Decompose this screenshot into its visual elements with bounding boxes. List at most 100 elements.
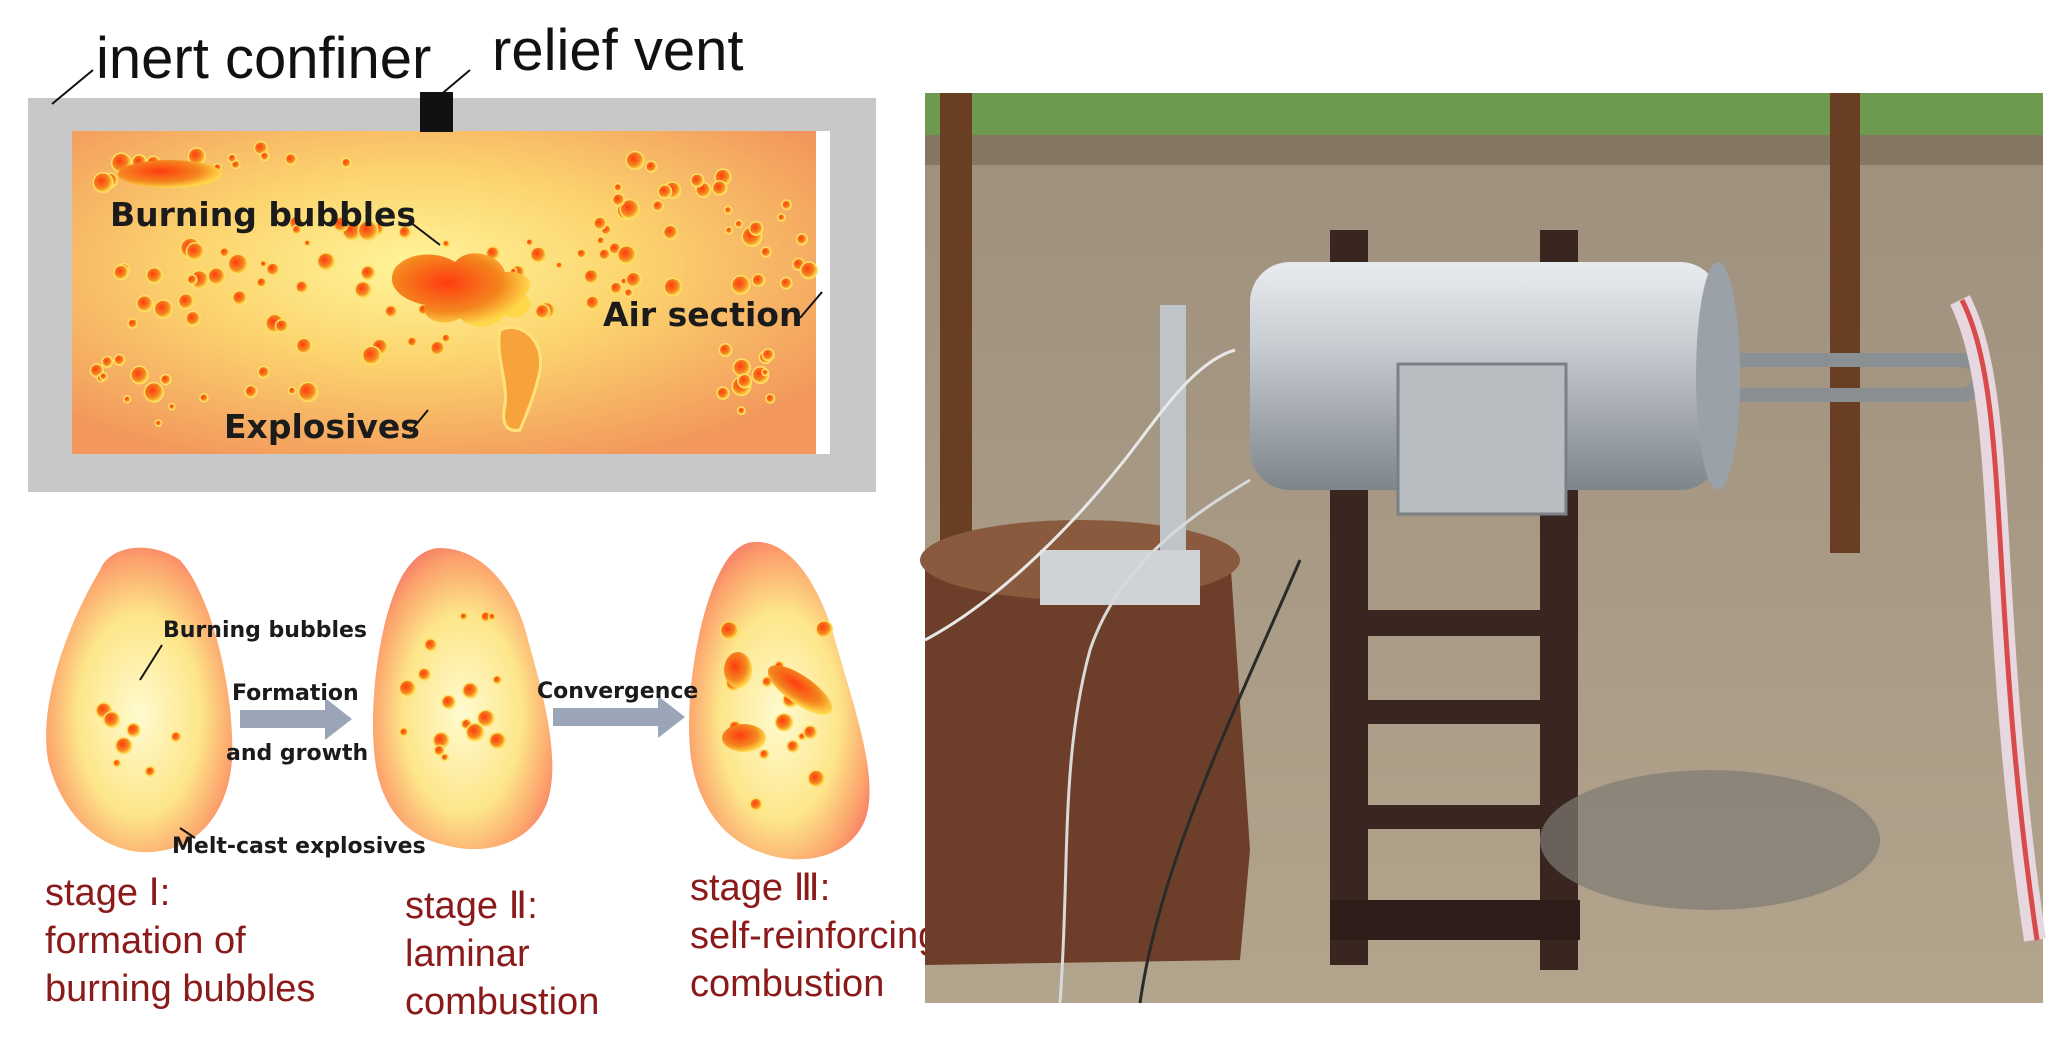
burning-bubble <box>295 280 309 294</box>
burning-bubble <box>186 273 198 286</box>
burning-bubble <box>274 318 289 333</box>
burning-bubble <box>360 265 376 281</box>
burning-bubble <box>440 753 450 762</box>
burning-bubble <box>760 246 772 258</box>
burning-bubble <box>303 239 312 247</box>
burning-bubble <box>781 199 792 211</box>
burning-bubble <box>406 336 418 348</box>
burning-bubble <box>99 371 108 381</box>
burning-bubble <box>716 386 730 400</box>
formation-arrow <box>240 698 352 740</box>
burning-bubble <box>185 241 205 261</box>
burning-bubble <box>185 310 201 327</box>
convergence-label: Convergence <box>537 679 698 704</box>
burning-bubble <box>357 220 379 242</box>
burning-bubble <box>113 264 129 281</box>
burning-bubble <box>492 674 503 685</box>
vent-leader <box>437 69 471 98</box>
burning-bubble <box>441 694 456 710</box>
burning-bubble <box>625 271 642 288</box>
burning-bubble <box>154 419 163 427</box>
burning-bubble <box>477 709 495 728</box>
burning-bubble <box>244 384 258 399</box>
burning-bubble <box>815 620 834 638</box>
stage3-large-bubble <box>722 724 766 752</box>
explosives-label: Explosives <box>224 407 420 446</box>
burning-bubble <box>227 253 249 275</box>
burning-bubble <box>103 710 121 729</box>
sensor-box <box>1396 362 1568 516</box>
stage3-explosive <box>689 541 870 860</box>
burning-bubble <box>786 739 800 753</box>
burning-bubble <box>417 667 432 682</box>
burning-bubble <box>153 299 174 319</box>
burning-bubble <box>734 219 744 229</box>
burning-bubble <box>555 261 564 270</box>
burning-bubble <box>657 184 673 200</box>
burning-bubble <box>465 722 485 742</box>
stage3-oval-bubble <box>724 652 752 688</box>
air-section-gap <box>816 131 830 454</box>
burning-bubble <box>619 198 640 220</box>
burning-bubble <box>583 268 599 285</box>
growth-label: and growth <box>226 741 368 766</box>
confiner-leader <box>51 69 94 105</box>
burning-bubble <box>442 239 451 248</box>
burning-bubble <box>585 295 600 310</box>
burning-bubble <box>748 221 764 236</box>
stage3-line1: self-reinforcing <box>690 915 939 957</box>
stage3-line2: combustion <box>690 963 884 1005</box>
burning-bubble <box>662 224 679 241</box>
burning-bubble <box>126 722 141 738</box>
burning-bubble <box>761 348 775 362</box>
burning-bubble <box>170 731 182 743</box>
left-post <box>940 93 972 563</box>
burning-bubble <box>297 381 319 403</box>
melt-cast-label: Melt-cast explosives <box>172 834 426 859</box>
test-setup-photo <box>920 93 2046 1004</box>
burning-bubble <box>718 343 733 357</box>
confiner-diagram: inert confiner relief vent Burning bubbl… <box>28 18 876 492</box>
relief-vent-label: relief vent <box>492 18 743 83</box>
burning-bubble <box>529 246 547 264</box>
burning-bubble <box>199 392 209 403</box>
convergence-arrow <box>553 696 685 738</box>
burning-bubble <box>609 281 623 295</box>
burning-bubble <box>663 277 683 297</box>
burning-bubble <box>807 769 826 788</box>
burning-bubble <box>332 216 349 233</box>
burning-bubble <box>287 386 297 395</box>
burning-bubble <box>616 244 637 265</box>
burning-bubble <box>259 259 268 268</box>
stage-bubbles-leader <box>139 644 163 681</box>
burning-bubble <box>145 266 163 284</box>
burning-bubble <box>101 355 114 368</box>
burning-bubble <box>441 333 451 343</box>
stage2-title: stage Ⅱ: <box>405 885 538 927</box>
burning-bubble <box>295 337 313 355</box>
right-post <box>1830 93 1860 553</box>
burning-bubble <box>231 289 248 306</box>
burning-bubble <box>265 262 280 277</box>
explosive-crack <box>497 325 543 432</box>
burning-bubble <box>761 368 770 377</box>
burning-bubble <box>227 153 238 164</box>
formation-label: Formation <box>232 681 359 706</box>
burning-bubble <box>758 748 770 760</box>
burning-bubble <box>130 365 149 385</box>
burning-bubble <box>576 248 587 259</box>
stage3-merged-bubble <box>767 665 833 715</box>
air-leader <box>799 291 823 319</box>
burning-bubble <box>398 679 417 697</box>
burning-bubble <box>112 758 122 768</box>
burning-bubble <box>730 275 751 295</box>
burning-bubble <box>598 248 611 261</box>
merged-bubble-cluster <box>391 253 531 327</box>
stage3-title: stage Ⅲ: <box>690 867 830 909</box>
stage1-title: stage Ⅰ: <box>45 872 170 914</box>
burning-bubble <box>259 151 270 162</box>
explosives-leader <box>409 409 429 433</box>
burning-bubble <box>284 152 298 166</box>
burning-bubble <box>719 620 739 640</box>
